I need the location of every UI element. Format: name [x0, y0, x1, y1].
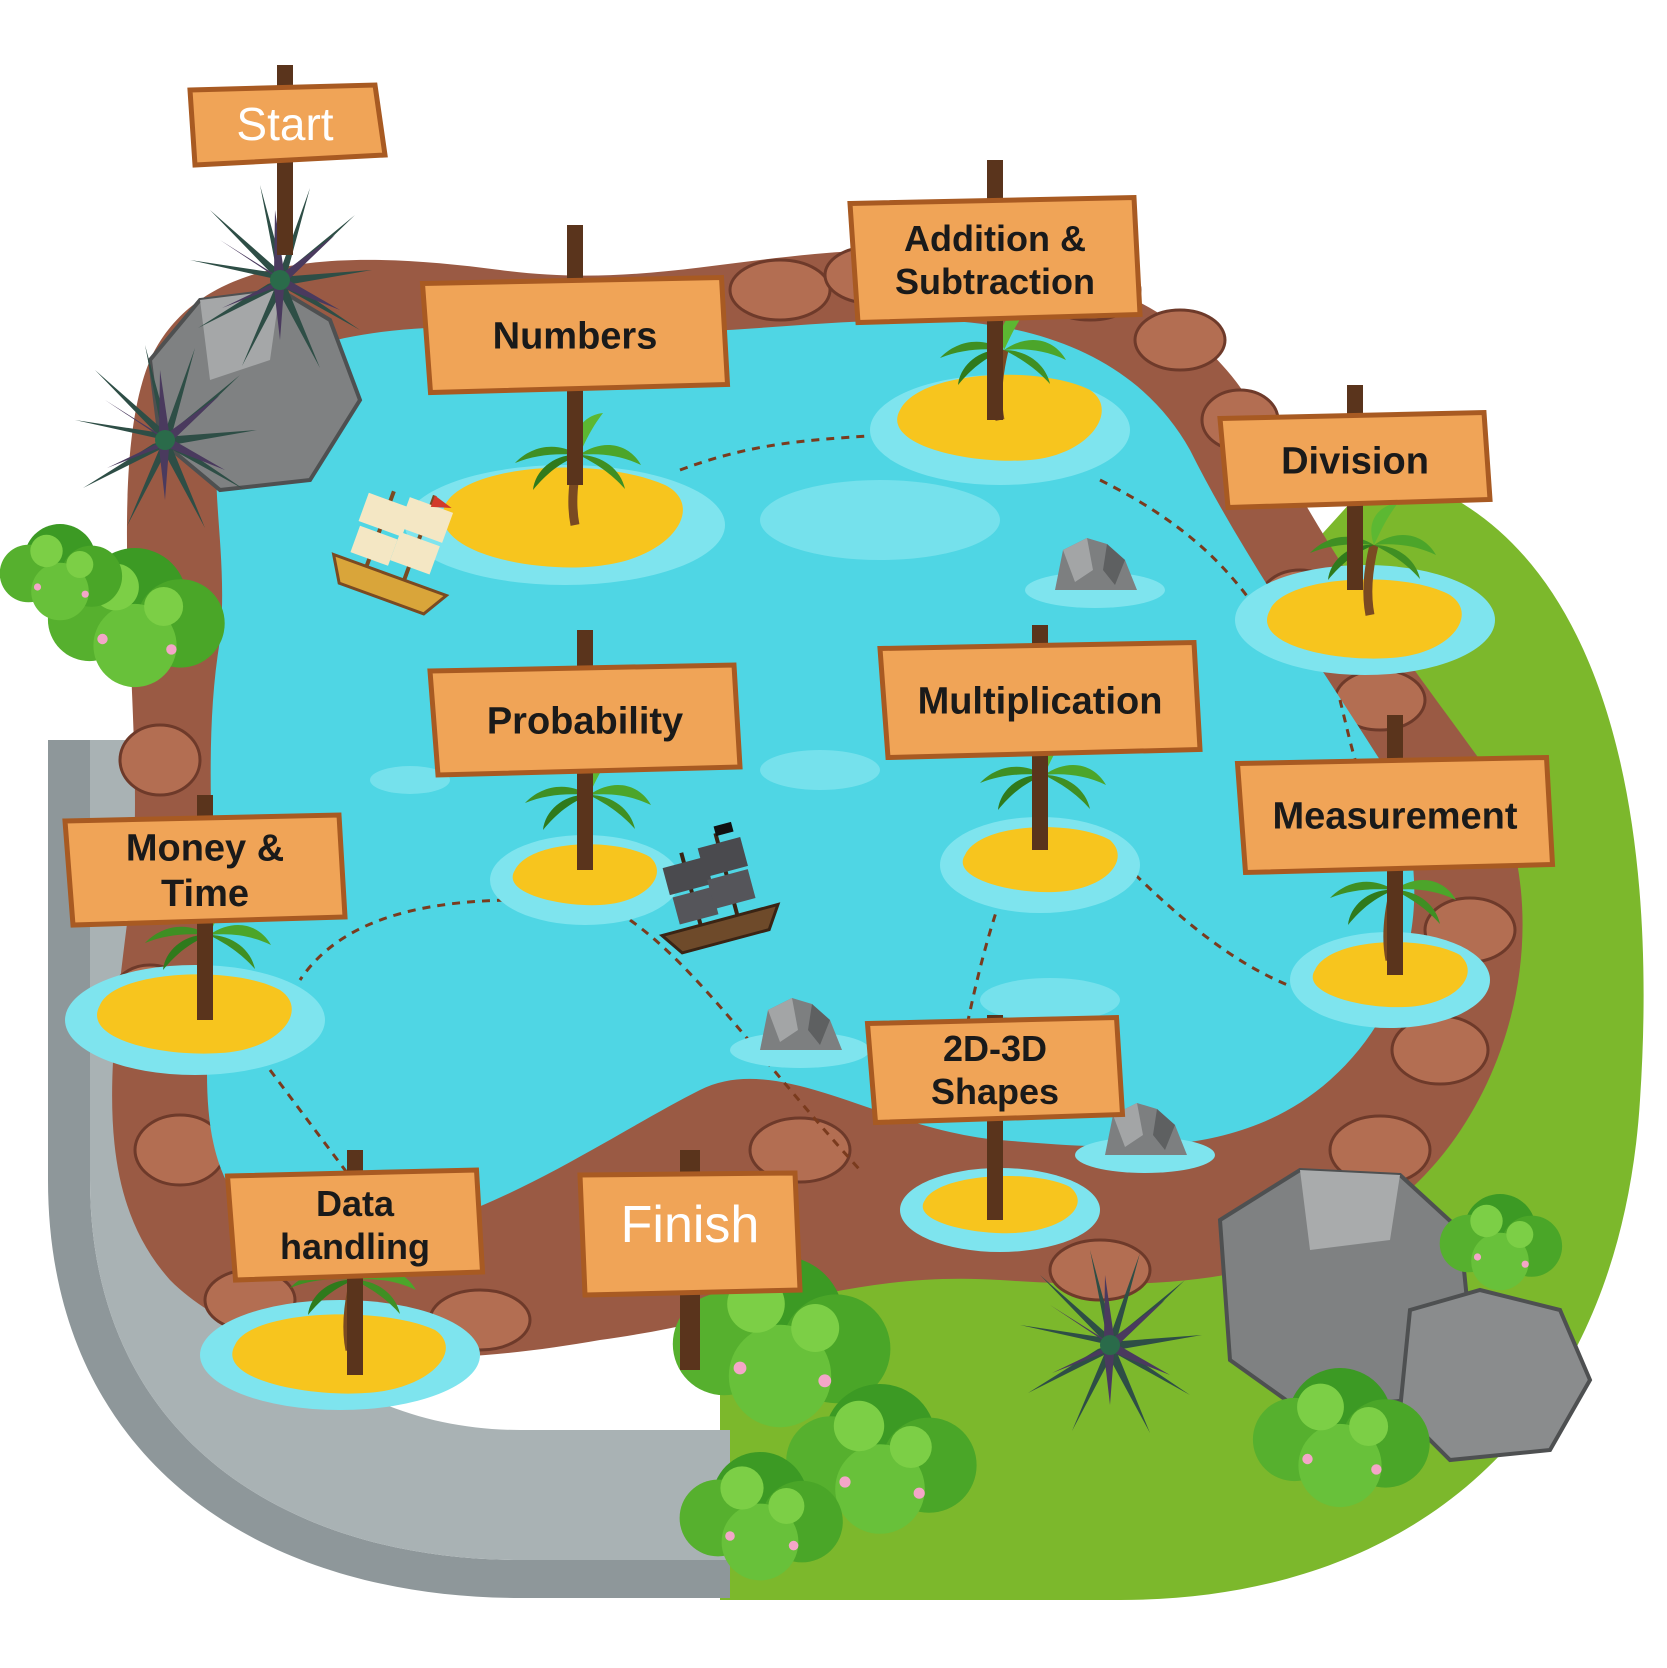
sign-board [427, 662, 743, 778]
island-data-handling [200, 1238, 480, 1410]
start-sign[interactable]: Start [187, 65, 388, 255]
finish-sign[interactable]: Finish [577, 1150, 803, 1370]
sign-board [847, 194, 1143, 326]
level-sign-multiplication[interactable]: Multiplication [877, 625, 1203, 850]
level-sign-division[interactable]: Division [1217, 385, 1493, 590]
sea-rock-icon [1025, 538, 1165, 608]
sign-label: 2D-3D [943, 1028, 1047, 1069]
sign-board [1234, 754, 1556, 876]
sign-board [864, 1014, 1126, 1126]
sign-board [224, 1167, 486, 1283]
sign-label: Shapes [931, 1071, 1059, 1112]
island-numbers [405, 413, 725, 585]
sea-rock-icon [730, 998, 870, 1068]
sign-label: Numbers [493, 315, 658, 357]
sign-label: Data [316, 1183, 395, 1224]
sign-label: Addition & [904, 218, 1086, 259]
island-probability [490, 753, 680, 925]
level-sign-numbers[interactable]: Numbers [419, 225, 731, 485]
sailing-ship-icon [331, 490, 454, 616]
sign-label: Time [161, 873, 249, 915]
sign-board [877, 639, 1203, 761]
sign-label: Division [1281, 440, 1429, 482]
level-sign-money-time[interactable]: Money &Time [62, 795, 348, 1020]
level-sign-addition-subtraction[interactable]: Addition &Subtraction [847, 160, 1143, 420]
sign-label: Subtraction [895, 261, 1095, 302]
level-sign-probability[interactable]: Probability [427, 630, 743, 870]
sign-label: Measurement [1273, 795, 1518, 837]
sign-label: Money & [126, 828, 284, 870]
finish-label: Finish [621, 1196, 760, 1254]
island-money-time [65, 893, 325, 1075]
sign-label: Multiplication [918, 680, 1163, 722]
island-multiplication [940, 733, 1140, 913]
start-label: Start [236, 98, 333, 150]
pirate-ship-icon [658, 821, 781, 955]
island-division [1235, 503, 1495, 675]
level-sign-measurement[interactable]: Measurement [1234, 715, 1556, 975]
sign-label: handling [280, 1226, 430, 1267]
sign-board [1217, 409, 1493, 511]
sign-label: Probability [487, 700, 683, 742]
sign-board [419, 274, 731, 396]
sea-rock-icon [1075, 1103, 1215, 1173]
boulder-icon [1217, 1167, 1593, 1463]
sign-board [62, 812, 348, 928]
